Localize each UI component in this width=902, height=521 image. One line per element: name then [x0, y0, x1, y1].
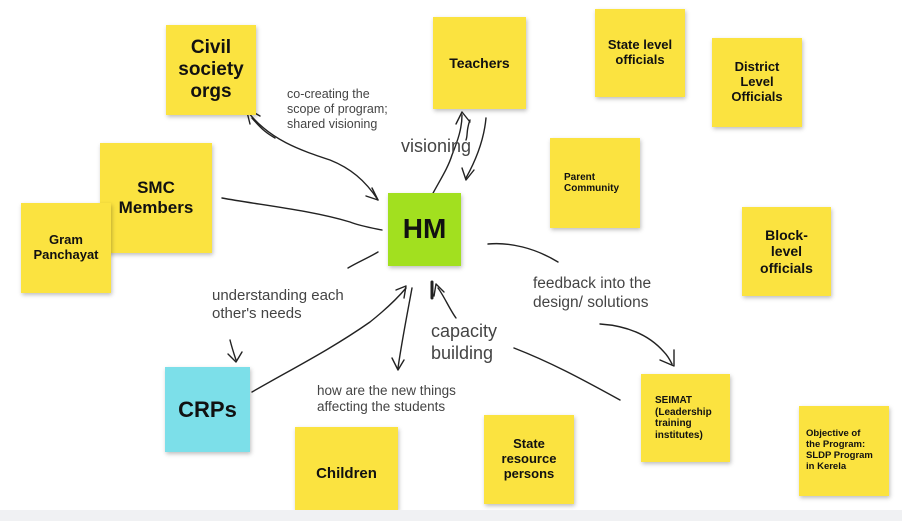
- arrowhead-capacity: [433, 283, 445, 297]
- label-cocreating: co-creating the scope of program; shared…: [287, 87, 388, 131]
- label-capacity: capacity building: [431, 321, 498, 363]
- note-crps[interactable]: CRPs: [165, 367, 250, 452]
- stroke-teachers-small: [465, 119, 471, 141]
- note-objective[interactable]: Objective of the Program: SLDP Program i…: [799, 406, 889, 496]
- stroke-understanding-down: [229, 339, 237, 361]
- arrowhead-hm-from-civil: [365, 187, 379, 201]
- arrow-civil-society-hm: [247, 111, 379, 201]
- note-state-resource[interactable]: State resource persons: [484, 415, 574, 504]
- note-hm[interactable]: HM: [388, 193, 461, 266]
- arrowhead-crps-return: [391, 357, 405, 371]
- label-how-affecting: how are the new things affecting the stu…: [317, 383, 456, 415]
- arrowhead-seimat: [659, 349, 675, 367]
- note-gram-panchayat[interactable]: Gram Panchayat: [21, 203, 111, 293]
- note-block-officials[interactable]: Block- level officials: [742, 207, 831, 296]
- arrow-capacity-seimat: [513, 347, 621, 401]
- canvas-bottom-bar: [0, 510, 902, 521]
- label-understanding: understanding each other's needs: [212, 287, 344, 322]
- note-civil-society[interactable]: Civil society orgs: [166, 25, 256, 115]
- arrowhead-understanding: [227, 351, 243, 363]
- label-visioning: visioning: [401, 136, 472, 156]
- arrowhead-hm-from-teachers: [461, 167, 475, 181]
- arrow-feedback-seimat: [599, 323, 673, 365]
- stroke-hm-left-down: [347, 251, 379, 269]
- note-state-officials[interactable]: State level officials: [595, 9, 685, 97]
- arrow-hm-feedback: [487, 242, 559, 263]
- note-smc-members[interactable]: SMC Members: [100, 143, 212, 253]
- note-district-officials[interactable]: District Level Officials: [712, 38, 802, 127]
- arrowhead-teachers: [455, 111, 471, 125]
- arrow-civil-society-return: [251, 117, 276, 139]
- arrow-smc-hm: [221, 197, 383, 231]
- label-feedback: feedback into the design/ solutions: [533, 275, 652, 311]
- note-parent-community[interactable]: Parent Community: [550, 138, 640, 228]
- arrow-hm-teachers: [431, 114, 463, 196]
- arrow-crps-hm: [251, 287, 407, 393]
- arrow-hm-crps-return: [397, 287, 413, 369]
- note-teachers[interactable]: Teachers: [433, 17, 526, 109]
- arrow-capacity-up: [437, 287, 457, 319]
- note-children[interactable]: Children: [295, 427, 398, 510]
- arrow-teachers-hm: [465, 117, 487, 179]
- arrowhead-hm-from-crps: [395, 285, 407, 299]
- note-seimat[interactable]: SEIMAT (Leadership training institutes): [641, 374, 730, 462]
